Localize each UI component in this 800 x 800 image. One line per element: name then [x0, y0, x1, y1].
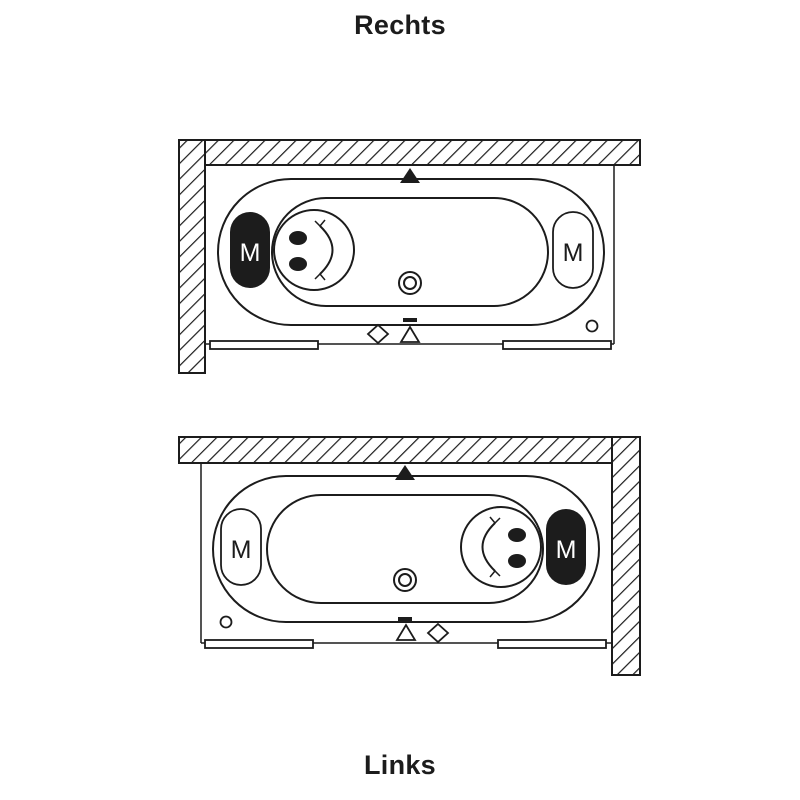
- wall-back: [178, 436, 641, 464]
- label-links: Links: [363, 750, 437, 780]
- glass-panel-left: [204, 639, 314, 649]
- diagram-rechts: M M: [178, 139, 641, 374]
- bathtub-inner: [266, 494, 544, 604]
- glass-panel-left: [209, 340, 319, 350]
- diagram-links: M M: [178, 436, 641, 676]
- wall-left: [178, 139, 206, 374]
- glass-panel-right: [497, 639, 607, 649]
- massage-pad-label: M: [240, 239, 261, 267]
- massage-pad-icon: [552, 211, 594, 289]
- headrest-face-icon: [273, 209, 355, 291]
- drain-icon: [393, 568, 417, 592]
- small-circle-icon: [585, 319, 599, 333]
- wall-right: [611, 436, 641, 676]
- massage-pad-label: M: [556, 536, 577, 564]
- massage-pad-icon: [220, 508, 262, 586]
- headrest-face-icon: [460, 506, 542, 588]
- bathtub-inner: [271, 197, 549, 307]
- small-circle-icon: [219, 615, 233, 629]
- drain-icon: [398, 271, 422, 295]
- massage-pad-icon: [546, 509, 586, 585]
- triangle-icon: [395, 465, 415, 480]
- label-rechts: Rechts: [354, 10, 446, 40]
- valve-bar: [403, 318, 417, 322]
- diamond-icon: [426, 622, 450, 644]
- valve-bar: [398, 617, 412, 621]
- massage-pad-icon: [230, 212, 270, 288]
- massage-pad-label: M: [563, 239, 584, 267]
- triangle-icon: [399, 325, 421, 343]
- glass-panel-right: [502, 340, 612, 350]
- triangle-icon: [395, 623, 417, 641]
- wall-back: [178, 139, 641, 166]
- triangle-icon: [400, 168, 420, 183]
- diamond-icon: [366, 323, 390, 345]
- massage-pad-label: M: [231, 536, 252, 564]
